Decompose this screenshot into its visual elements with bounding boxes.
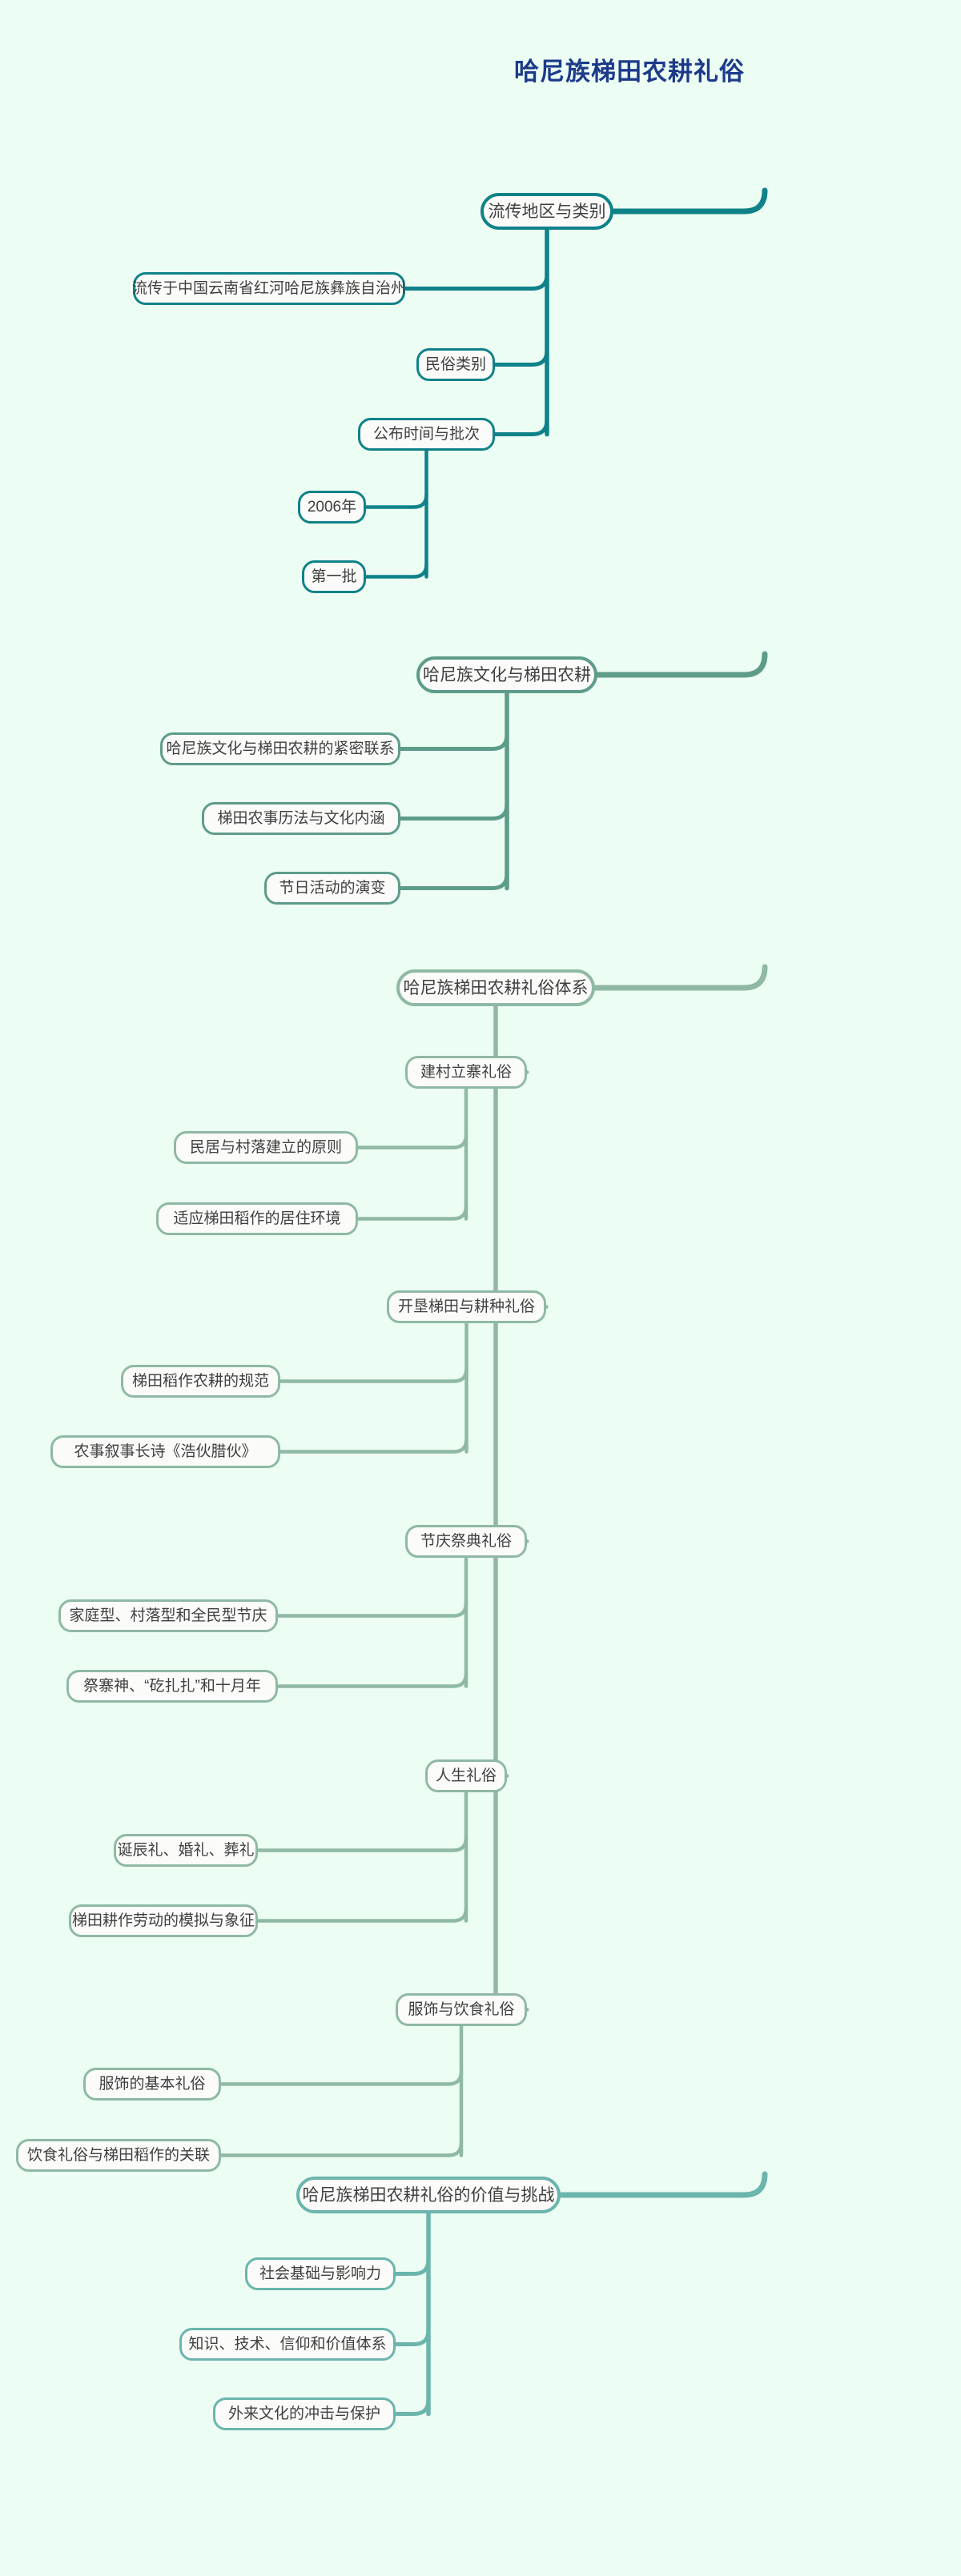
mindmap-node-l3[interactable]: 梯田稻作农耕的规范	[121, 1365, 280, 1398]
mindmap-node-l3[interactable]: 饮食礼俗与梯田稻作的关联	[16, 2139, 221, 2172]
mindmap-node-l3[interactable]: 诞辰礼、婚礼、葬礼	[114, 1834, 258, 1867]
mindmap-node-l2[interactable]: 公布时间与批次	[358, 418, 495, 451]
mindmap-node-l3[interactable]: 祭寨神、“矻扎扎”和十月年	[66, 1670, 278, 1703]
mindmap-node-label: 哈尼族文化与梯田农耕	[423, 665, 591, 684]
mindmap-node-label: 梯田稻作农耕的规范	[131, 1373, 269, 1390]
mindmap-node-l2[interactable]: 知识、技术、信仰和价值体系	[179, 2328, 396, 2361]
mindmap-node-label: 公布时间与批次	[372, 426, 480, 443]
mindmap-node-label: 民俗类别	[424, 356, 486, 373]
mindmap-node-l2[interactable]: 民俗类别	[416, 348, 495, 381]
mindmap-node-label: 服饰与饮食礼俗	[408, 2001, 515, 2018]
mindmap-node-l2[interactable]: 节日活动的演变	[264, 872, 400, 905]
mindmap-node-label: 民居与村落建立的原则	[189, 1139, 342, 1156]
mindmap-node-label: 外来文化的冲击与保护	[227, 2405, 380, 2422]
mindmap-node-label: 诞辰礼、婚礼、葬礼	[117, 1842, 255, 1859]
mindmap-node-l3[interactable]: 适应梯田稻作的居住环境	[156, 1202, 358, 1235]
mindmap-node-label: 哈尼族梯田农耕礼俗的价值与挑战	[302, 2185, 555, 2205]
mindmap-node-label: 人生礼俗	[435, 1767, 497, 1784]
mindmap-node-l2[interactable]: 建村立寨礼俗	[405, 1056, 527, 1089]
mindmap-node-l3[interactable]: 农事叙事长诗《浩伙腊伙》	[50, 1435, 280, 1468]
mindmap-node-label: 流传于中国云南省红河哈尼族彝族自治州	[132, 280, 407, 297]
mindmap-node-label: 祭寨神、“矻扎扎”和十月年	[83, 1678, 261, 1695]
mindmap-node-l2[interactable]: 流传于中国云南省红河哈尼族彝族自治州	[132, 272, 407, 305]
mindmap-node-l3[interactable]: 民居与村落建立的原则	[174, 1131, 358, 1164]
mindmap-node-label: 家庭型、村落型和全民型节庆	[69, 1607, 267, 1624]
mindmap-node-l3[interactable]: 2006年	[298, 491, 366, 524]
mindmap-node-label: 哈尼族文化与梯田农耕的紧密联系	[166, 740, 395, 757]
mindmap-node-label: 知识、技术、信仰和价值体系	[188, 2336, 387, 2353]
mindmap-node-l2[interactable]: 社会基础与影响力	[245, 2257, 396, 2290]
mindmap-node-label: 服饰的基本礼俗	[99, 2076, 206, 2092]
mindmap-node-l2[interactable]: 开垦梯田与耕种礼俗	[387, 1290, 546, 1323]
mindmap-node-label: 2006年	[307, 499, 357, 516]
mindmap-node-l2[interactable]: 梯田农事历法与文化内涵	[202, 802, 400, 835]
mindmap-node-label: 流传地区与类别	[488, 202, 606, 221]
mindmap-node-label: 饮食礼俗与梯田稻作的关联	[26, 2147, 210, 2164]
page-title: 哈尼族梯田农耕礼俗	[514, 58, 745, 86]
mindmap-node-label: 开垦梯田与耕种礼俗	[397, 1298, 535, 1315]
mindmap-node-label: 建村立寨礼俗	[420, 1064, 512, 1081]
mindmap-node-label: 梯田农事历法与文化内涵	[217, 810, 385, 827]
mindmap-node-l2[interactable]: 外来文化的冲击与保护	[213, 2397, 396, 2430]
mindmap-node-l3[interactable]: 第一批	[302, 560, 366, 593]
mindmap-node-l2[interactable]: 服饰与饮食礼俗	[396, 1993, 527, 2026]
mindmap-node-l2[interactable]: 哈尼族文化与梯田农耕的紧密联系	[160, 732, 400, 765]
mindmap-node-l1[interactable]: 哈尼族梯田农耕礼俗的价值与挑战	[296, 2177, 561, 2213]
mindmap-node-l3[interactable]: 服饰的基本礼俗	[83, 2068, 221, 2101]
mindmap-node-label: 节日活动的演变	[279, 880, 386, 897]
mindmap-node-label: 节庆祭典礼俗	[420, 1533, 512, 1550]
mindmap-node-l1[interactable]: 流传地区与类别	[480, 193, 613, 230]
mindmap-node-l2[interactable]: 节庆祭典礼俗	[405, 1525, 527, 1558]
mindmap-node-label: 梯田耕作劳动的模拟与象征	[72, 1912, 255, 1929]
mindmap-node-label: 适应梯田稻作的居住环境	[173, 1210, 341, 1227]
mindmap-node-l3[interactable]: 梯田耕作劳动的模拟与象征	[69, 1904, 258, 1937]
mindmap-node-label: 社会基础与影响力	[259, 2265, 381, 2282]
mindmap-node-label: 第一批	[311, 568, 357, 585]
mindmap-node-l1[interactable]: 哈尼族文化与梯田农耕	[416, 656, 597, 693]
mindmap-node-l3[interactable]: 家庭型、村落型和全民型节庆	[58, 1599, 278, 1632]
mindmap-node-label: 农事叙事长诗《浩伙腊伙》	[74, 1443, 257, 1460]
mindmap-node-label: 哈尼族梯田农耕礼俗体系	[403, 978, 589, 997]
mindmap-node-l2[interactable]: 人生礼俗	[425, 1759, 507, 1792]
mindmap-node-l1[interactable]: 哈尼族梯田农耕礼俗体系	[396, 969, 595, 1006]
